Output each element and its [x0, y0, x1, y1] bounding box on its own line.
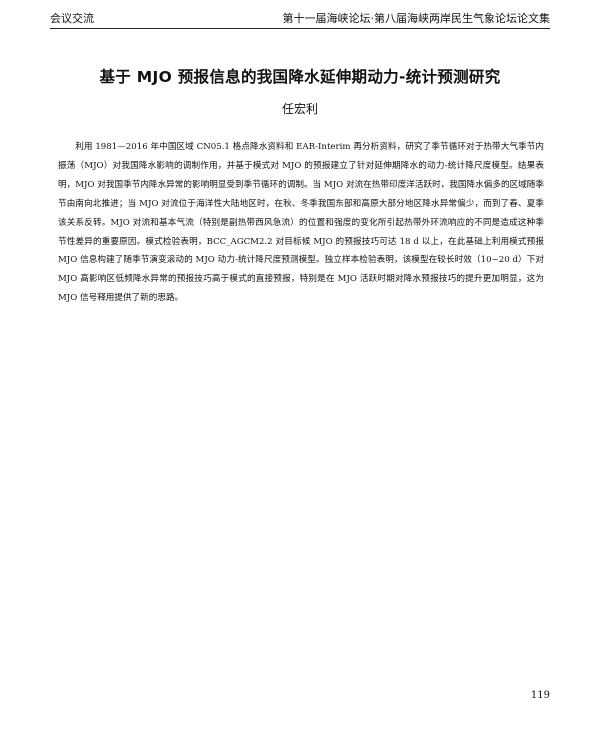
- header-section-label: 会议交流: [50, 12, 94, 25]
- header-proceedings-title: 第十一届海峡论坛·第八届海峡两岸民生气象论坛论文集: [282, 12, 551, 25]
- paper-author: 任宏利: [281, 102, 318, 116]
- abstract-text: 利用 1981—2016 年中国区域 CN05.1 格点降水资料和 EAR-In…: [58, 142, 544, 304]
- running-header: 会议交流 第十一届海峡论坛·第八届海峡两岸民生气象论坛论文集: [50, 10, 550, 29]
- page-number: 119: [530, 690, 550, 701]
- paper-title: 基于 MJO 预报信息的我国降水延伸期动力-统计预测研究: [99, 68, 501, 87]
